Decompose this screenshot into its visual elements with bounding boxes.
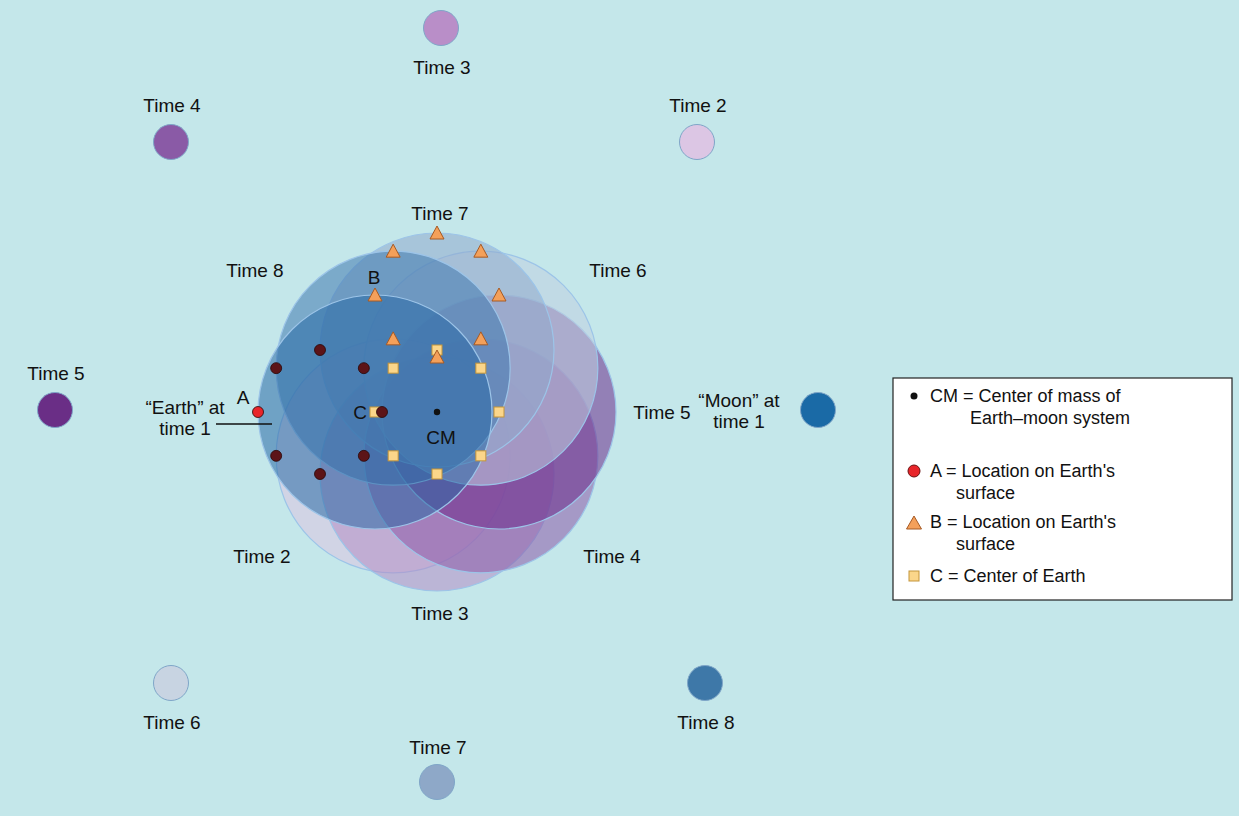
moon-circle: Time 5 (37, 392, 73, 428)
time-label: Time 7 (409, 737, 466, 758)
point-a-marker (908, 465, 920, 477)
point-a-marker (315, 469, 326, 480)
earth-center-marker (388, 363, 398, 373)
center-c-marker (909, 571, 919, 581)
point-b-marker (474, 244, 488, 257)
earth-center-marker (388, 451, 398, 461)
point-b-marker (386, 244, 400, 257)
legend-text: CM = Center of mass of Earth–moon system (930, 386, 1130, 428)
diagram-label: B (368, 267, 381, 288)
moon-circle: Time 4 (153, 124, 189, 160)
earth-circle (258, 295, 492, 529)
point-a-marker (358, 450, 369, 461)
earth-center-marker (476, 363, 486, 373)
time-label: Time 3 (413, 57, 470, 78)
leader-line (216, 423, 272, 424)
point-a-marker (271, 450, 282, 461)
point-b-marker (474, 332, 488, 345)
moon-circle: Time 3 (423, 10, 459, 46)
point-b-marker (386, 332, 400, 345)
cm-marker (911, 393, 918, 400)
earth-center-marker (432, 469, 442, 479)
diagram-label: Time 5 (633, 402, 690, 423)
point-a-marker (271, 363, 282, 374)
legend-entry: CM = Center of mass of Earth–moon system (930, 385, 1166, 429)
time-label: Time 2 (669, 95, 726, 116)
diagram-label: CM (426, 427, 456, 448)
legend-box (893, 378, 1232, 600)
diagram-label: “Earth” at time 1 (130, 397, 240, 439)
diagram-label: Time 4 (583, 546, 640, 567)
time-label: Time 6 (143, 712, 200, 733)
legend-text: C = Center of Earth (930, 566, 1086, 586)
point-a-marker (253, 407, 264, 418)
point-a-marker (377, 407, 388, 418)
diagram-label: A (237, 387, 250, 408)
moon-circle: Time 6 (153, 665, 189, 701)
legend-entry: C = Center of Earth (930, 565, 1156, 587)
moon-circle: Time 8 (687, 665, 723, 701)
earth-positions (258, 233, 616, 591)
center-of-mass-dot (434, 409, 440, 415)
point-b-marker (430, 350, 444, 363)
diagram-label: Time 7 (411, 203, 468, 224)
diagram-label: Time 2 (233, 546, 290, 567)
point-b-marker (430, 226, 444, 239)
earth-center-marker (494, 407, 504, 417)
legend-text: B = Location on Earth's surface (930, 512, 1116, 554)
time-label: Time 5 (27, 363, 84, 384)
legend-text: A = Location on Earth's surface (930, 461, 1115, 503)
point-a-marker (315, 345, 326, 356)
time-label: “Moon” at time 1 (694, 390, 784, 432)
surface-points (253, 226, 507, 480)
diagram-label: Time 6 (589, 260, 646, 281)
legend-entry: A = Location on Earth's surface (930, 460, 1156, 504)
point-b-marker (368, 288, 382, 301)
diagram-label: Time 8 (226, 260, 283, 281)
moon-circle: Time 7 (419, 764, 455, 800)
point-b-marker (492, 288, 506, 301)
diagram-label: Time 3 (411, 603, 468, 624)
point-b-marker (907, 516, 922, 529)
moon-circle: “Moon” at time 1 (800, 392, 836, 428)
time-label: Time 4 (143, 95, 200, 116)
time-label: Time 8 (677, 712, 734, 733)
diagram-label: C (353, 402, 367, 423)
earth-center-marker (476, 451, 486, 461)
moon-circle: Time 2 (679, 124, 715, 160)
legend-entry: B = Location on Earth's surface (930, 511, 1156, 555)
point-a-marker (358, 363, 369, 374)
